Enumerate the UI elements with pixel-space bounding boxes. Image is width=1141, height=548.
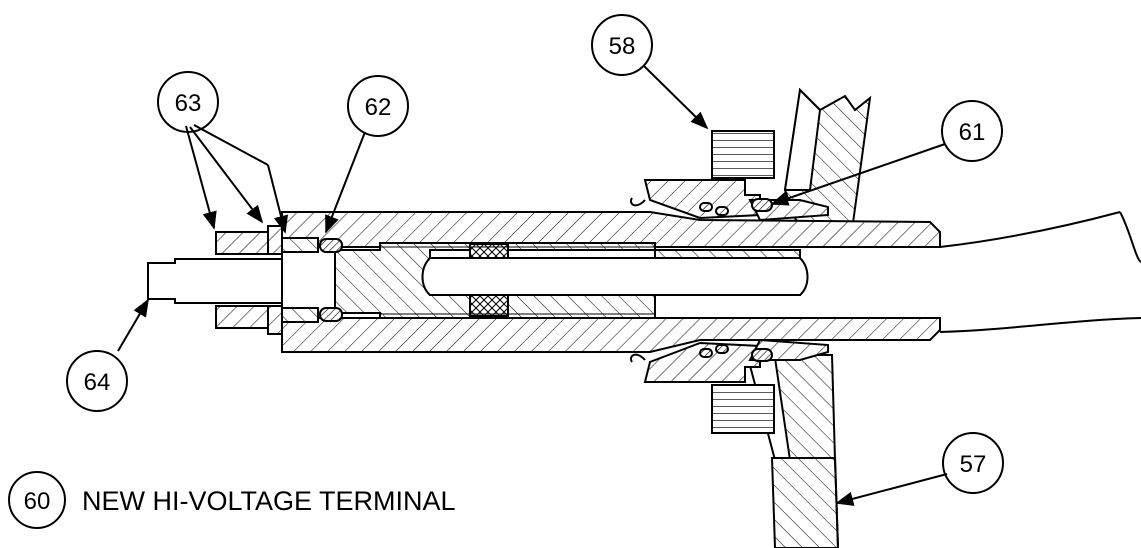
- callout-61-label: 61: [959, 119, 986, 146]
- knurled-nut-lower: [711, 384, 775, 434]
- callout-63-label: 63: [175, 90, 202, 117]
- caption-title: NEW HI-VOLTAGE TERMINAL: [82, 486, 456, 516]
- callout-61: 61: [941, 100, 1003, 162]
- o-ring-small-lower: [699, 348, 713, 358]
- callout-64-label: 64: [84, 369, 111, 396]
- callout-62-label: 62: [365, 94, 392, 121]
- o-ring-62-lower: [319, 307, 343, 322]
- terminal-pin: [147, 250, 283, 315]
- caption-number: 60: [24, 488, 51, 515]
- o-ring-61-lower: [751, 348, 773, 362]
- o-ring-61-upper: [751, 198, 773, 212]
- mounting-bracket: [770, 457, 840, 548]
- o-ring-small-upper-2: [715, 206, 729, 216]
- o-ring-62-upper: [319, 238, 343, 253]
- hardware-stack: [215, 225, 319, 335]
- callout-58: 58: [591, 14, 653, 76]
- o-ring-small-lower-2: [715, 344, 729, 354]
- callout-57-label: 57: [960, 451, 987, 478]
- leader-lines: [117, 65, 948, 506]
- center-conductor: [334, 242, 809, 319]
- callout-58-label: 58: [609, 33, 636, 60]
- callout-57: 57: [942, 432, 1004, 494]
- knurled-nut-upper: [711, 130, 775, 179]
- o-ring-small-upper: [699, 202, 713, 212]
- callout-63: 63: [157, 71, 219, 133]
- caption: 60 NEW HI-VOLTAGE TERMINAL: [8, 471, 456, 529]
- callout-62: 62: [347, 75, 409, 137]
- cable: [939, 211, 1141, 333]
- callout-64: 64: [66, 350, 128, 412]
